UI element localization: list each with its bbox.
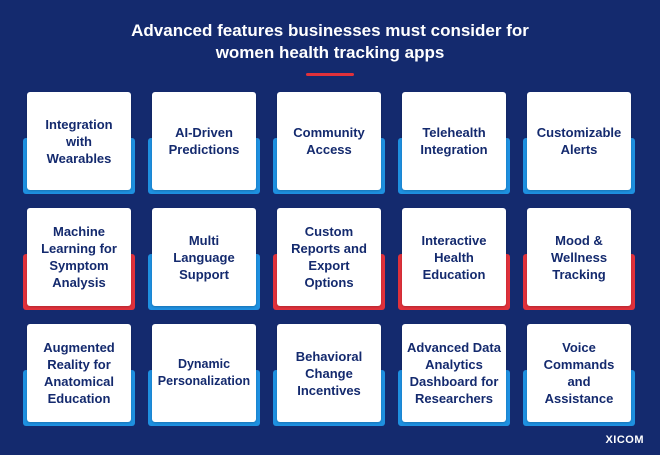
card-label: Mood & Wellness Tracking — [550, 232, 608, 282]
card-body: Machine Learning for Symptom Analysis — [27, 208, 131, 306]
feature-card: Interactive Health Education — [398, 208, 510, 313]
card-label: Advanced Data Analytics Dashboard for Re… — [407, 340, 501, 406]
feature-card: Customizable Alerts — [523, 92, 635, 197]
card-label: Voice Commands and Assistance — [543, 340, 615, 406]
card-body: Voice Commands and Assistance — [527, 324, 631, 422]
card-body: Customizable Alerts — [527, 92, 631, 190]
card-label: Multi Language Support — [173, 232, 235, 282]
card-label: Dynamic Personalization — [157, 357, 251, 388]
card-body: Behavioral Change Incentives — [277, 324, 381, 422]
feature-card: Advanced Data Analytics Dashboard for Re… — [398, 324, 510, 429]
card-label: Augmented Reality for Anatomical Educati… — [43, 340, 115, 406]
card-body: AI-Driven Predictions — [152, 92, 256, 190]
card-body: Interactive Health Education — [402, 208, 506, 306]
feature-card: Behavioral Change Incentives — [273, 324, 385, 429]
title-underline — [306, 73, 354, 76]
feature-grid: Integration with Wearables AI-Driven Pre… — [23, 92, 635, 432]
feature-card: Dynamic Personalization — [148, 324, 260, 429]
feature-card: AI-Driven Predictions — [148, 92, 260, 197]
card-body: Custom Reports and Export Options — [277, 208, 381, 306]
card-label: Integration with Wearables — [45, 116, 113, 166]
brand-logo: XICOM — [605, 434, 644, 446]
feature-card: Machine Learning for Symptom Analysis — [23, 208, 135, 313]
card-label: Interactive Health Education — [421, 232, 487, 282]
card-body: Telehealth Integration — [402, 92, 506, 190]
feature-card: Telehealth Integration — [398, 92, 510, 197]
card-label: Community Access — [293, 125, 365, 157]
feature-card: Mood & Wellness Tracking — [523, 208, 635, 313]
card-label: Behavioral Change Incentives — [295, 348, 363, 398]
feature-card: Augmented Reality for Anatomical Educati… — [23, 324, 135, 429]
card-label: Custom Reports and Export Options — [291, 224, 367, 290]
feature-card: Integration with Wearables — [23, 92, 135, 197]
card-label: Machine Learning for Symptom Analysis — [41, 224, 117, 290]
card-label: Customizable Alerts — [536, 125, 622, 157]
feature-card: Custom Reports and Export Options — [273, 208, 385, 313]
card-label: AI-Driven Predictions — [168, 125, 240, 157]
card-body: Dynamic Personalization — [152, 324, 256, 422]
title-line-2: women health tracking apps — [215, 43, 445, 62]
feature-card: Multi Language Support — [148, 208, 260, 313]
card-body: Augmented Reality for Anatomical Educati… — [27, 324, 131, 422]
card-body: Mood & Wellness Tracking — [527, 208, 631, 306]
card-label: Telehealth Integration — [420, 125, 488, 157]
card-body: Advanced Data Analytics Dashboard for Re… — [402, 324, 506, 422]
feature-card: Community Access — [273, 92, 385, 197]
card-body: Multi Language Support — [152, 208, 256, 306]
title-line-1: Advanced features businesses must consid… — [131, 21, 529, 40]
page-title: Advanced features businesses must consid… — [0, 20, 660, 64]
card-body: Community Access — [277, 92, 381, 190]
card-body: Integration with Wearables — [27, 92, 131, 190]
feature-card: Voice Commands and Assistance — [523, 324, 635, 429]
